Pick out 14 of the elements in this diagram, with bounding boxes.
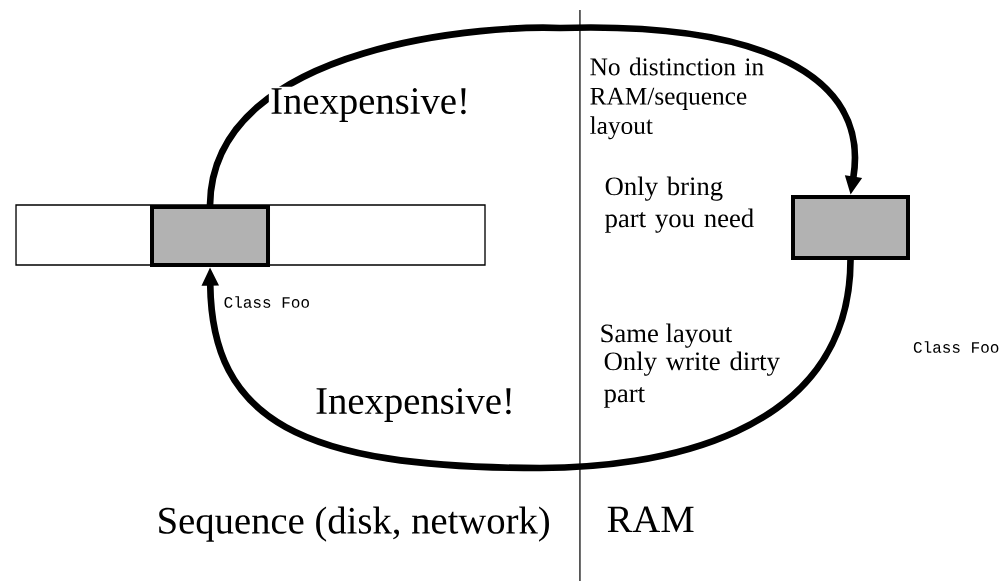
data-block xyxy=(150,205,270,267)
note-text: Only write dirty part xyxy=(604,351,780,408)
class-label: Class Foo xyxy=(913,341,999,353)
data-block xyxy=(791,195,910,260)
edge-label: Inexpensive! xyxy=(313,386,517,424)
note-text: Same layout xyxy=(601,323,733,348)
edge-label: Inexpensive! xyxy=(268,86,472,124)
area-label: Sequence (disk, network) xyxy=(159,506,549,542)
note-text: No distinction in RAM/sequence layout xyxy=(590,57,764,140)
area-label: RAM xyxy=(607,506,694,533)
arrow xyxy=(206,24,863,206)
class-label: Class Foo xyxy=(224,296,309,308)
arrow xyxy=(201,259,854,472)
note-text: Only bring part you need xyxy=(605,176,754,233)
